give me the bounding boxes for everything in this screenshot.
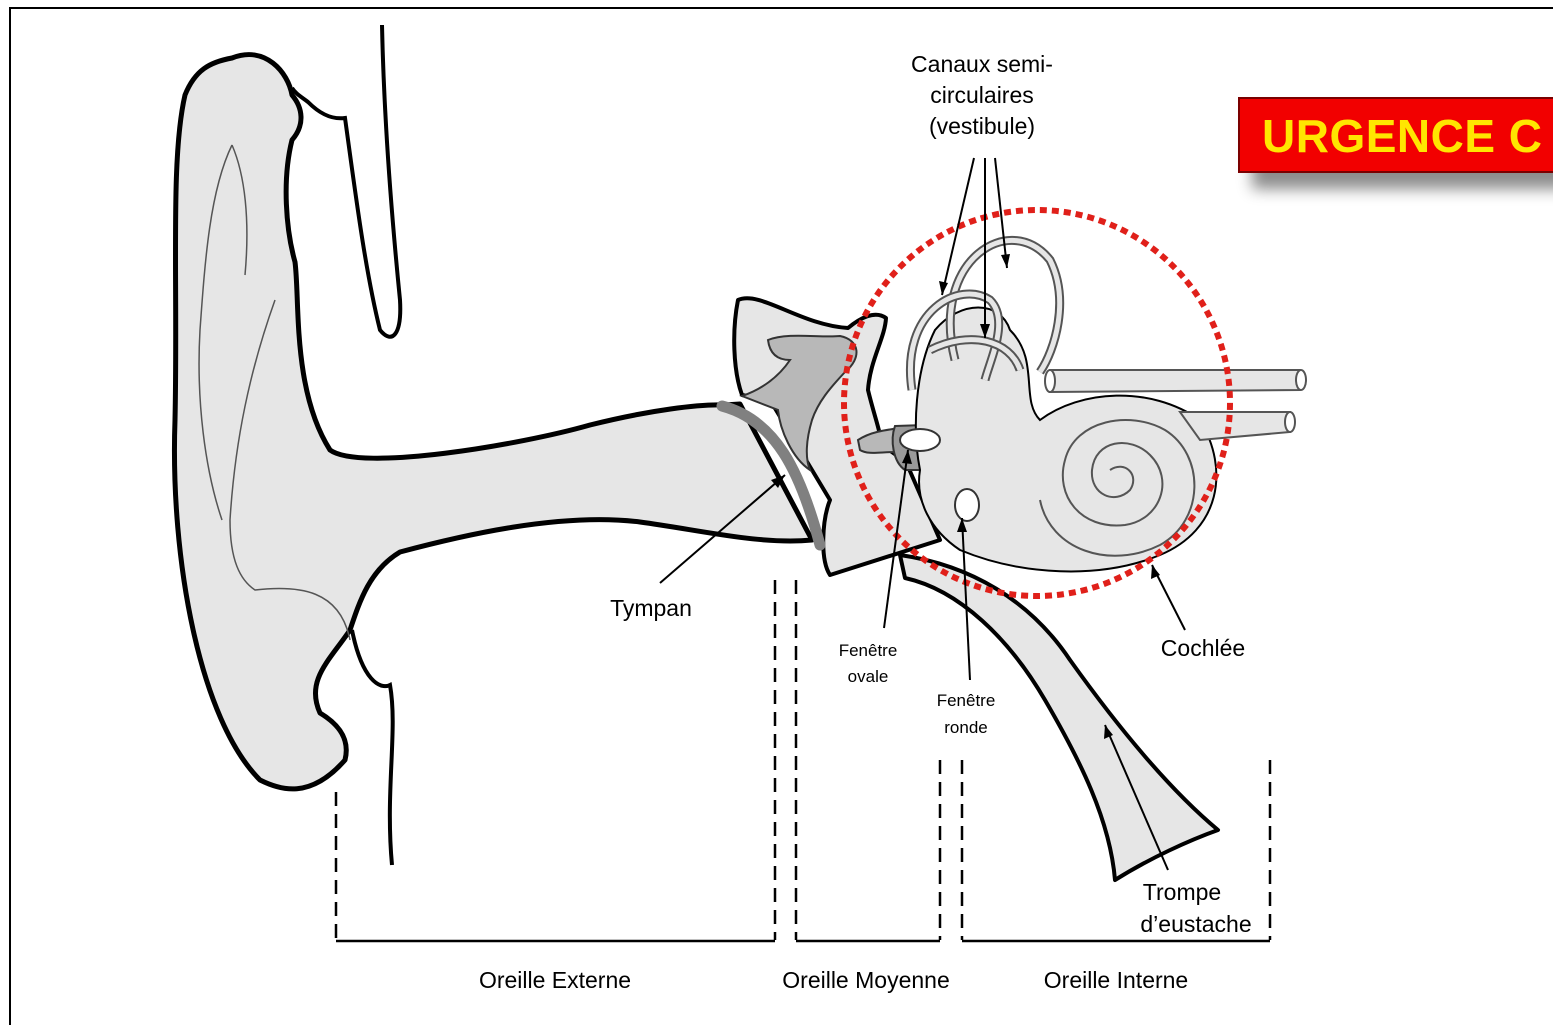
nerve-tube-2	[1180, 412, 1290, 440]
lower-head-contour	[352, 630, 393, 865]
label-fenetre-ronde-2: ronde	[944, 718, 987, 737]
label-cochlee: Cochlée	[1161, 635, 1245, 661]
label-canaux-3: (vestibule)	[929, 113, 1035, 139]
label-trompe-2: d’eustache	[1140, 911, 1251, 937]
round-window	[955, 489, 979, 521]
urgence-banner: URGENCE C	[1238, 97, 1553, 173]
outer-ear	[174, 55, 812, 789]
head-contour	[292, 25, 400, 337]
oval-window	[900, 429, 940, 451]
label-fenetre-ronde-1: Fenêtre	[937, 691, 996, 710]
label-trompe-1: Trompe	[1143, 879, 1221, 905]
nerve-tube-1	[1050, 370, 1300, 392]
label-canaux-1: Canaux semi-	[911, 51, 1053, 77]
label-canaux-2: circulaires	[930, 82, 1034, 108]
label-fenetre-ovale-1: Fenêtre	[839, 641, 898, 660]
label-oreille-externe: Oreille Externe	[479, 967, 631, 993]
label-fenetre-ovale-2: ovale	[848, 667, 889, 686]
urgence-banner-text: URGENCE C	[1262, 109, 1543, 163]
label-oreille-interne: Oreille Interne	[1044, 967, 1188, 993]
label-tympan: Tympan	[610, 595, 692, 621]
label-oreille-moyenne: Oreille Moyenne	[782, 967, 949, 993]
